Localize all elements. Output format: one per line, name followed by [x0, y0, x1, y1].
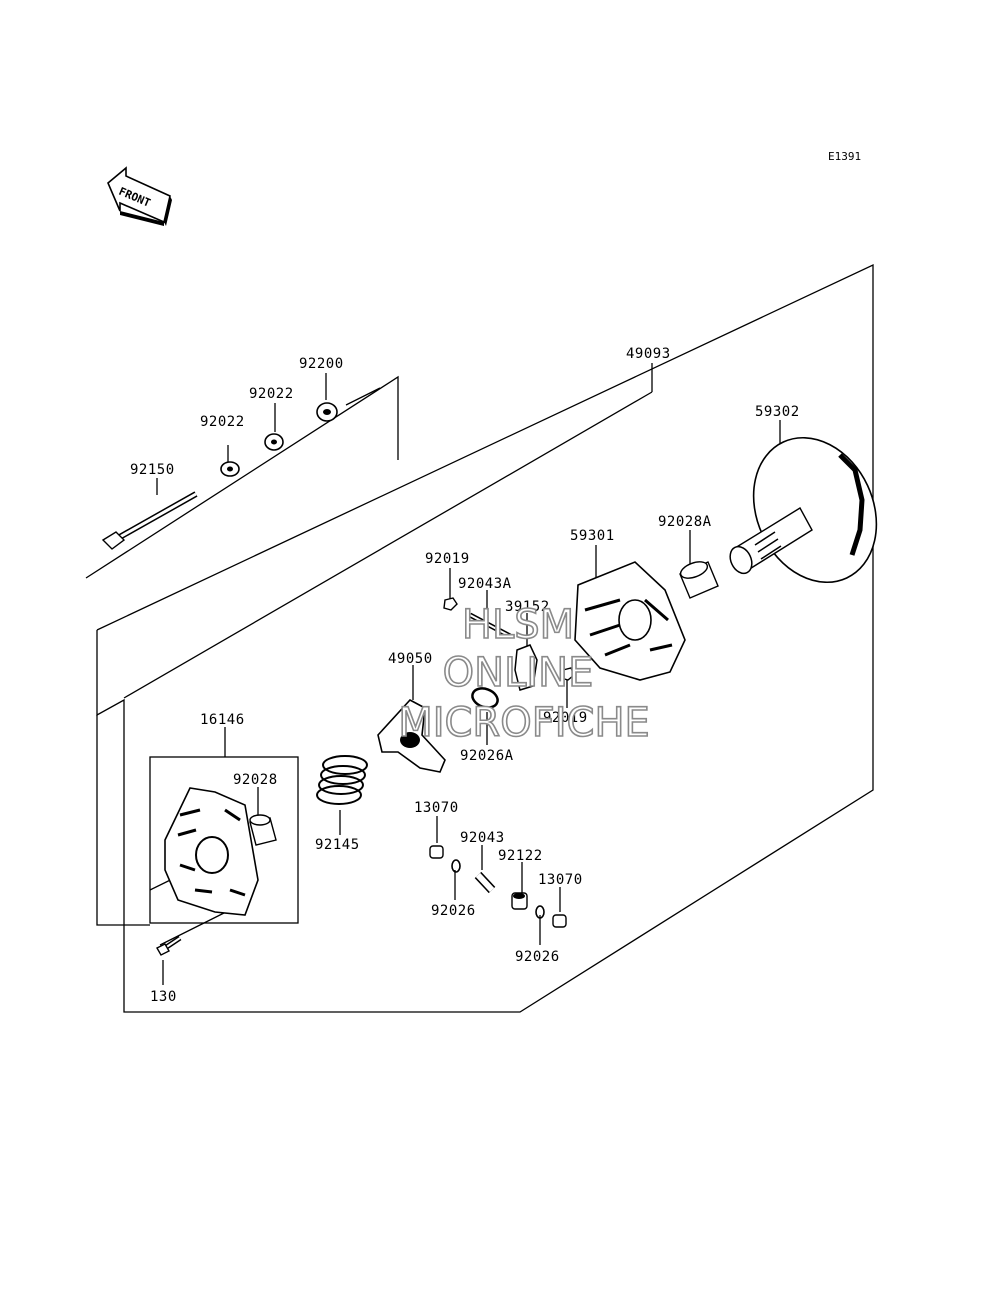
- label-13070-a: 13070: [414, 800, 459, 816]
- label-92043A: 92043A: [458, 576, 512, 592]
- cover-16146: [164, 787, 259, 916]
- watermark-line2: ONLINE: [443, 650, 594, 696]
- washer-92022-b: [264, 433, 284, 451]
- label-49050: 49050: [388, 651, 433, 667]
- collar-92122: [511, 892, 528, 910]
- washer-92200: [316, 402, 338, 422]
- bushing-92028A: [679, 561, 719, 599]
- assembly-outline-top: [123, 391, 653, 699]
- leader-lines: [149, 363, 781, 985]
- moveable-sheave-59301: [574, 561, 686, 681]
- bushing-92028: [249, 814, 277, 846]
- label-92019-a: 92019: [425, 551, 470, 567]
- watermark-line1: HLSM: [462, 602, 574, 648]
- diagram-code: E1391: [828, 150, 861, 163]
- pin-92043A: [468, 612, 512, 639]
- label-13070-b: 13070: [538, 872, 583, 888]
- nut-92019-b: [560, 667, 575, 681]
- label-130: 130: [150, 989, 177, 1005]
- assembly-outline-outer: [96, 263, 874, 1013]
- assembly-outline-inner: [96, 715, 150, 926]
- fixed-sheave-59302: [729, 436, 878, 584]
- sub-assembly-box-16146: [149, 756, 299, 924]
- label-92019-b: 92019: [543, 710, 588, 726]
- label-92028: 92028: [233, 772, 278, 788]
- label-92200: 92200: [299, 356, 344, 372]
- nut-92019-a: [443, 597, 458, 611]
- front-arrow-icon: FRONT: [107, 166, 172, 226]
- roller-13070-b: [552, 914, 567, 928]
- label-59302: 59302: [755, 404, 800, 420]
- watermark: HLSM ONLINE MICROFICHE: [397, 601, 650, 747]
- label-92145: 92145: [315, 837, 360, 853]
- label-92026A: 92026A: [460, 748, 514, 764]
- label-92043: 92043: [460, 830, 505, 846]
- bolt-92150: [101, 491, 198, 550]
- spring-92145: [316, 755, 368, 805]
- spider-49050: [377, 699, 446, 773]
- bolt-130: [156, 935, 182, 956]
- label-92026-a: 92026: [431, 903, 476, 919]
- washer-92026-b: [535, 905, 545, 919]
- bracket-tick: [345, 387, 381, 406]
- bolt-kit-bracket: [85, 375, 399, 579]
- pin-92043: [474, 871, 496, 894]
- label-92028A: 92028A: [658, 514, 712, 530]
- roller-13070-a: [429, 845, 444, 859]
- label-49093: 49093: [626, 346, 671, 362]
- part-labels: 92200 92022 92022 92150 49093 59302 5930…: [130, 346, 800, 1005]
- watermark-line3: MICROFICHE: [398, 700, 650, 746]
- weight-39152: [514, 644, 538, 691]
- label-92022-b: 92022: [249, 386, 294, 402]
- washer-92026A: [471, 687, 499, 709]
- label-16146: 16146: [200, 712, 245, 728]
- washer-92022-a: [220, 461, 240, 477]
- label-39152: 39152: [505, 599, 550, 615]
- label-92122: 92122: [498, 848, 543, 864]
- label-92022-a: 92022: [200, 414, 245, 430]
- label-92026-b: 92026: [515, 949, 560, 965]
- label-59301: 59301: [570, 528, 615, 544]
- washer-92026-a: [451, 859, 461, 873]
- label-92150: 92150: [130, 462, 175, 478]
